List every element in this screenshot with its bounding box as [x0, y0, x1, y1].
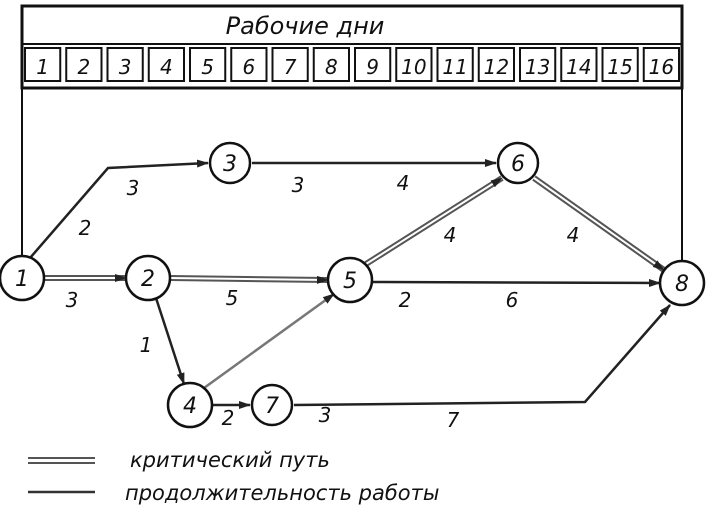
- edge-duration-label: 2: [399, 288, 412, 312]
- node-label: 5: [343, 269, 357, 294]
- day-number: 8: [325, 55, 338, 79]
- legend: критический путь продолжительность работ…: [28, 448, 439, 505]
- day-number: 4: [160, 55, 173, 79]
- edge-2-4: 1: [140, 297, 186, 385]
- edge-duration-label: 6: [506, 288, 519, 312]
- edge-duration-label: 4: [567, 223, 580, 247]
- header-frame: Рабочие дни: [20, 4, 684, 262]
- edge-duration-label: 3: [127, 176, 140, 200]
- node-6: 6: [496, 141, 540, 185]
- edge-duration-label: 4: [397, 171, 410, 195]
- node-label: 7: [265, 394, 279, 419]
- edge-duration-label: 4: [444, 223, 457, 247]
- day-cell: [519, 47, 557, 82]
- edge-duration-label: 5: [226, 286, 239, 310]
- node-2: 2: [124, 254, 172, 302]
- edge-duration-label: 3: [319, 403, 332, 427]
- edge-duration-label: 2: [222, 406, 235, 430]
- edge-duration-label: 3: [292, 173, 305, 197]
- node-label: 1: [15, 267, 29, 292]
- edge-duration-label: 1: [140, 333, 153, 357]
- edge-6-8: 4: [532, 175, 666, 273]
- day-number: 10: [401, 55, 426, 79]
- edge-4-7: 2: [212, 401, 251, 430]
- day-number: 2: [78, 55, 91, 79]
- day-cell: [312, 47, 350, 82]
- node-4: 4: [166, 381, 214, 429]
- node-label: 6: [511, 152, 525, 177]
- day-number: 16: [649, 55, 674, 79]
- edge-1-3: 23: [29, 159, 209, 259]
- node-label: 4: [183, 394, 197, 419]
- node-label: 2: [141, 267, 155, 292]
- day-number: 9: [366, 55, 379, 79]
- node-label: 3: [223, 152, 237, 177]
- day-cell: [560, 47, 598, 82]
- node-5: 5: [326, 256, 374, 304]
- node-1: 1: [0, 254, 46, 302]
- day-cell: [395, 47, 433, 82]
- day-cell: [106, 47, 144, 82]
- day-cell: [271, 47, 309, 82]
- day-cell: [354, 47, 392, 82]
- node-label: 8: [675, 272, 689, 297]
- node-3: 3: [208, 141, 252, 185]
- edge-duration-label: 7: [447, 408, 460, 432]
- day-number: 12: [484, 55, 509, 79]
- edge-duration-label: 3: [66, 288, 79, 312]
- day-number: 3: [119, 55, 132, 79]
- day-cell: [436, 47, 474, 82]
- day-cell: [65, 47, 103, 82]
- legend-critical-label: критический путь: [130, 448, 330, 472]
- day-number: 11: [442, 55, 467, 79]
- edge-4-5: [203, 292, 335, 390]
- day-number: 14: [566, 55, 591, 79]
- edge-2-5: 5: [169, 275, 329, 310]
- day-cell: [642, 47, 680, 82]
- header-title: Рабочие дни: [226, 12, 385, 40]
- day-number: 7: [284, 55, 297, 79]
- day-cell: [147, 47, 185, 82]
- day-number: 13: [525, 55, 550, 79]
- day-number: 5: [201, 55, 214, 79]
- day-number: 1: [36, 55, 49, 79]
- edge-duration-label: 2: [79, 216, 92, 240]
- edge-1-2: 3: [44, 274, 127, 312]
- edge-5-6: 4: [364, 175, 504, 267]
- day-cell: [601, 47, 639, 82]
- day-cell: [477, 47, 515, 82]
- node-7: 7: [250, 383, 294, 427]
- day-cell: [24, 47, 62, 82]
- day-cell: [189, 47, 227, 82]
- legend-duration-label: продолжительность работы: [125, 481, 439, 505]
- node-8: 8: [658, 259, 706, 307]
- day-cell: [230, 47, 268, 82]
- day-number: 15: [607, 55, 632, 79]
- day-number: 6: [243, 55, 256, 79]
